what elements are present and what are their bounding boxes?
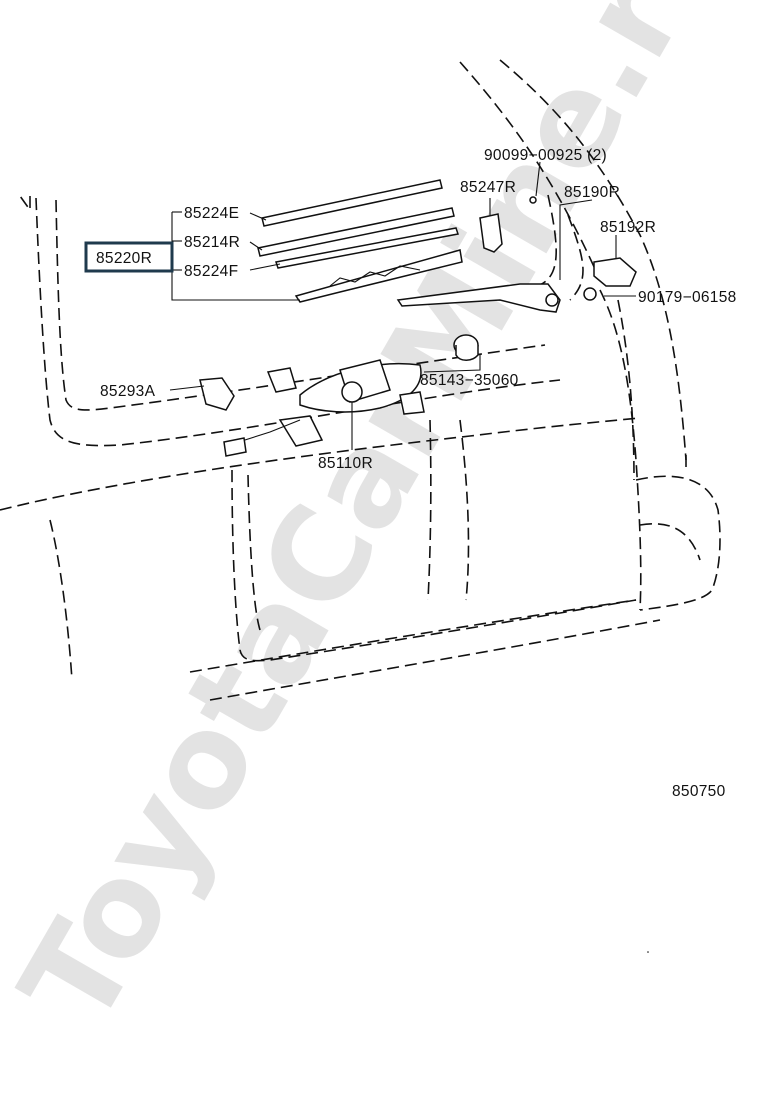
label-85247R[interactable]: 85247R [460, 179, 516, 196]
wiper-arm [396, 196, 637, 313]
label-85214R[interactable]: 85214R [184, 234, 240, 251]
wiper-blade-assembly [257, 179, 463, 303]
part-labels: 85224E 85214R 85220R 85224F 85247R 90099… [84, 147, 737, 800]
label-85220R[interactable]: 85220R [96, 250, 152, 267]
watermark-text: ToyotaCarMine.ru [0, 0, 758, 1050]
label-85293A[interactable]: 85293A [100, 383, 156, 400]
wiper-motor-assembly [199, 334, 479, 457]
label-85110R[interactable]: 85110R [318, 455, 373, 472]
label-90179-06158[interactable]: 90179−06158 [638, 289, 737, 306]
leader-lines [169, 161, 636, 450]
label-85190R[interactable]: 85190R [564, 184, 620, 201]
label-85224F[interactable]: 85224F [184, 263, 238, 280]
stray-dot [647, 951, 649, 953]
label-85192R[interactable]: 85192R [600, 219, 656, 236]
diagram-id: 850750 [672, 783, 726, 800]
highlight-box [84, 241, 174, 273]
label-90099-00925[interactable]: 90099−00925 (2) [484, 147, 607, 164]
label-85143-35060[interactable]: 85143−35060 [420, 372, 519, 389]
label-85224E[interactable]: 85224E [184, 205, 239, 222]
